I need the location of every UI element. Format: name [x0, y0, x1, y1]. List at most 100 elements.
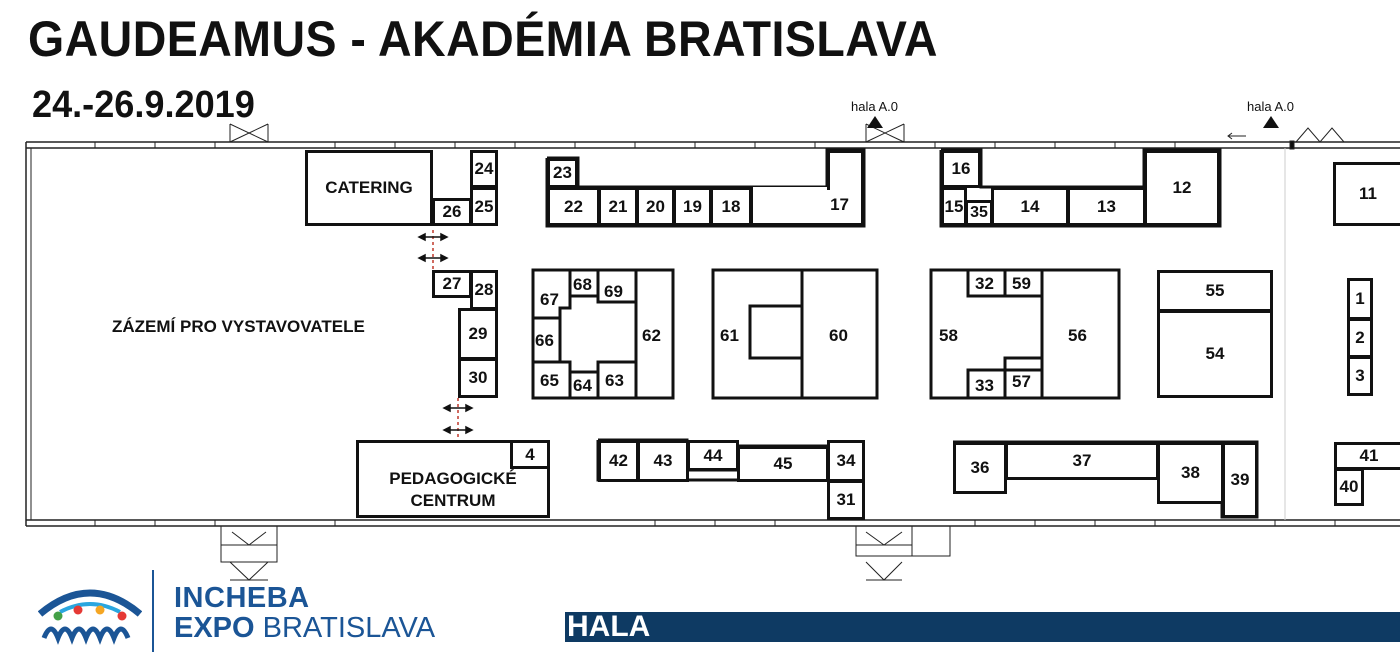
booth-39-label: 39 [1230, 470, 1250, 489]
booth-44[interactable]: 44 [687, 440, 739, 471]
area-catering-label: CATERING [325, 178, 413, 197]
booth-67[interactable]: 67 [540, 290, 559, 309]
booth-3[interactable]: 3 [1347, 356, 1373, 396]
booth-29-label: 29 [468, 324, 488, 343]
booth-59[interactable]: 59 [1012, 274, 1031, 293]
booth-69[interactable]: 69 [604, 282, 623, 301]
logo-text-bratislava: BRATISLAVA [254, 612, 436, 644]
booth-66[interactable]: 66 [535, 331, 554, 350]
booth-23-label: 23 [553, 163, 572, 182]
area-exhibitor-backstage: ZÁZEMÍ PRO VYSTAVOVATELE [112, 317, 365, 336]
booth-16-label: 16 [951, 159, 971, 178]
booth-38-label: 38 [1181, 463, 1200, 482]
booth-55-label: 55 [1205, 281, 1225, 300]
booth-36[interactable]: 36 [953, 442, 1007, 494]
booth-32[interactable]: 32 [975, 274, 994, 293]
booth-19[interactable]: 19 [673, 187, 712, 226]
booth-45[interactable]: 45 [737, 446, 829, 482]
triangle-marker-icon [866, 116, 883, 128]
booth-4[interactable]: 4 [510, 440, 550, 469]
booth-19-label: 19 [683, 196, 702, 216]
entrance-hall-a0-right: hala A.0 [1247, 99, 1294, 128]
booth-23[interactable]: 23 [547, 158, 578, 188]
event-dates: 24.-26.9.2019 [32, 84, 255, 126]
booth-2-label: 2 [1355, 328, 1365, 347]
area-catering[interactable]: CATERING [305, 150, 433, 226]
booth-18-label: 18 [721, 196, 741, 216]
booth-41-label: 41 [1359, 446, 1379, 465]
booth-22-label: 22 [564, 196, 583, 216]
area-pedagogical-center-line2: CENTRUM [410, 491, 496, 510]
booth-17-label: 17 [830, 195, 849, 214]
booth-24[interactable]: 24 [470, 150, 498, 188]
booth-29[interactable]: 29 [458, 308, 498, 360]
booth-31[interactable]: 31 [827, 480, 865, 520]
booth-31-label: 31 [836, 490, 856, 509]
booth-21-label: 21 [608, 196, 628, 216]
booth-56[interactable]: 56 [1068, 326, 1087, 345]
booth-17[interactable]: 17 [750, 187, 864, 226]
hall-banner: HALA [565, 612, 1400, 642]
booth-25[interactable]: 25 [470, 187, 498, 226]
booth-40[interactable]: 40 [1334, 468, 1364, 506]
booth-38[interactable]: 38 [1157, 442, 1224, 504]
entrance-hall-a0-center: hala A.0 [851, 99, 898, 128]
booth-43[interactable]: 43 [637, 440, 689, 482]
booth-44-label: 44 [703, 445, 723, 465]
booth-37-label: 37 [1072, 451, 1092, 470]
booth-26[interactable]: 26 [432, 198, 472, 226]
page-title: GAUDEAMUS - AKADÉMIA BRATISLAVA [28, 11, 938, 67]
booth-54[interactable]: 54 [1157, 310, 1273, 398]
booth-35[interactable]: 35 [965, 200, 993, 226]
booth-24-label: 24 [474, 159, 494, 178]
logo-text-expo-bratislava: EXPO BRATISLAVA [174, 612, 435, 645]
booth-28[interactable]: 28 [470, 270, 498, 310]
booth-58[interactable]: 58 [939, 326, 958, 345]
entrance-label: hala A.0 [1247, 99, 1294, 114]
booth-68[interactable]: 68 [573, 275, 592, 294]
booth-41[interactable]: 41 [1334, 442, 1400, 470]
booth-15[interactable]: 15 [941, 187, 967, 226]
booth-30[interactable]: 30 [458, 358, 498, 398]
booth-22[interactable]: 22 [547, 187, 600, 226]
booth-11[interactable]: 11 [1333, 162, 1400, 226]
booth-18[interactable]: 18 [710, 187, 752, 226]
booth-62[interactable]: 62 [642, 326, 661, 345]
triangle-marker-icon [1262, 116, 1279, 128]
booth-2[interactable]: 2 [1347, 318, 1373, 358]
booth-43-label: 43 [653, 451, 673, 470]
booth-20[interactable]: 20 [636, 187, 675, 226]
booth-17-upper [827, 150, 864, 190]
booth-21[interactable]: 21 [598, 187, 638, 226]
booth-40-label: 40 [1339, 477, 1359, 496]
booth-1[interactable]: 1 [1347, 278, 1373, 320]
booth-27[interactable]: 27 [432, 270, 472, 298]
booth-14[interactable]: 14 [991, 187, 1069, 226]
booth-61[interactable]: 61 [720, 326, 739, 345]
booth-27-label: 27 [442, 274, 462, 293]
booth-63[interactable]: 63 [605, 371, 624, 390]
area-pedagogical-center-line1: PEDAGOGICKÉ [389, 468, 517, 488]
booth-65[interactable]: 65 [540, 371, 559, 390]
booth-13-label: 13 [1097, 196, 1116, 216]
hall-banner-label: HALA [567, 610, 651, 643]
booth-57[interactable]: 57 [1012, 372, 1031, 391]
booth-13[interactable]: 13 [1067, 187, 1146, 226]
booth-36-label: 36 [970, 458, 990, 477]
booth-35-label: 35 [970, 204, 988, 221]
booth-39[interactable]: 39 [1222, 442, 1258, 518]
booth-34[interactable]: 34 [827, 440, 865, 482]
booth-37[interactable]: 37 [1005, 442, 1159, 480]
booth-12[interactable]: 12 [1144, 150, 1220, 226]
logo-text-expo: EXPO [174, 612, 255, 644]
booth-42[interactable]: 42 [598, 440, 639, 482]
booth-33[interactable]: 33 [975, 376, 994, 395]
logo-text-incheba: INCHEBA [174, 582, 310, 614]
booth-26-label: 26 [442, 202, 462, 221]
booth-16[interactable]: 16 [941, 150, 981, 188]
booth-28-label: 28 [474, 280, 494, 299]
booth-11-label: 11 [1359, 184, 1377, 203]
booth-60[interactable]: 60 [829, 326, 848, 345]
booth-64[interactable]: 64 [573, 376, 592, 395]
booth-55[interactable]: 55 [1157, 270, 1273, 312]
